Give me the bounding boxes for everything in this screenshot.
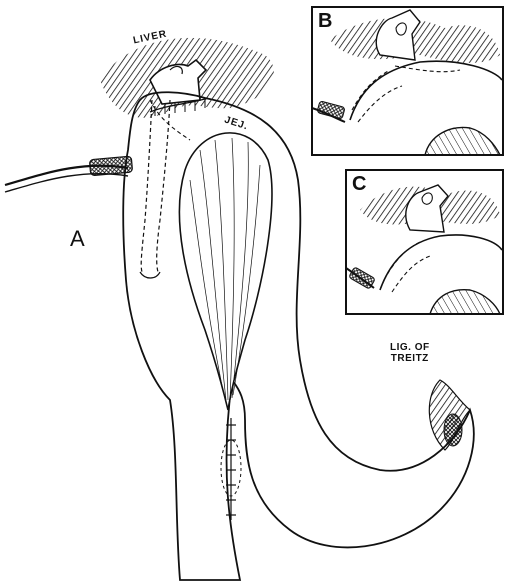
treitz-label-line1: LIG. OF (390, 342, 430, 353)
panel-b-label: B (318, 10, 332, 33)
jejunal-loop (123, 92, 474, 580)
panel-a-label: A (70, 226, 85, 252)
internal-catheter-dashed (141, 100, 152, 272)
catheter-sleeve (89, 156, 132, 176)
inset-b (312, 7, 503, 155)
panel-c-label: C (352, 173, 366, 196)
treitz-label-line2: TREITZ (390, 353, 430, 364)
mesentery (179, 133, 272, 410)
treitz-label: LIG. OF TREITZ (390, 342, 430, 364)
inset-c (346, 170, 503, 314)
